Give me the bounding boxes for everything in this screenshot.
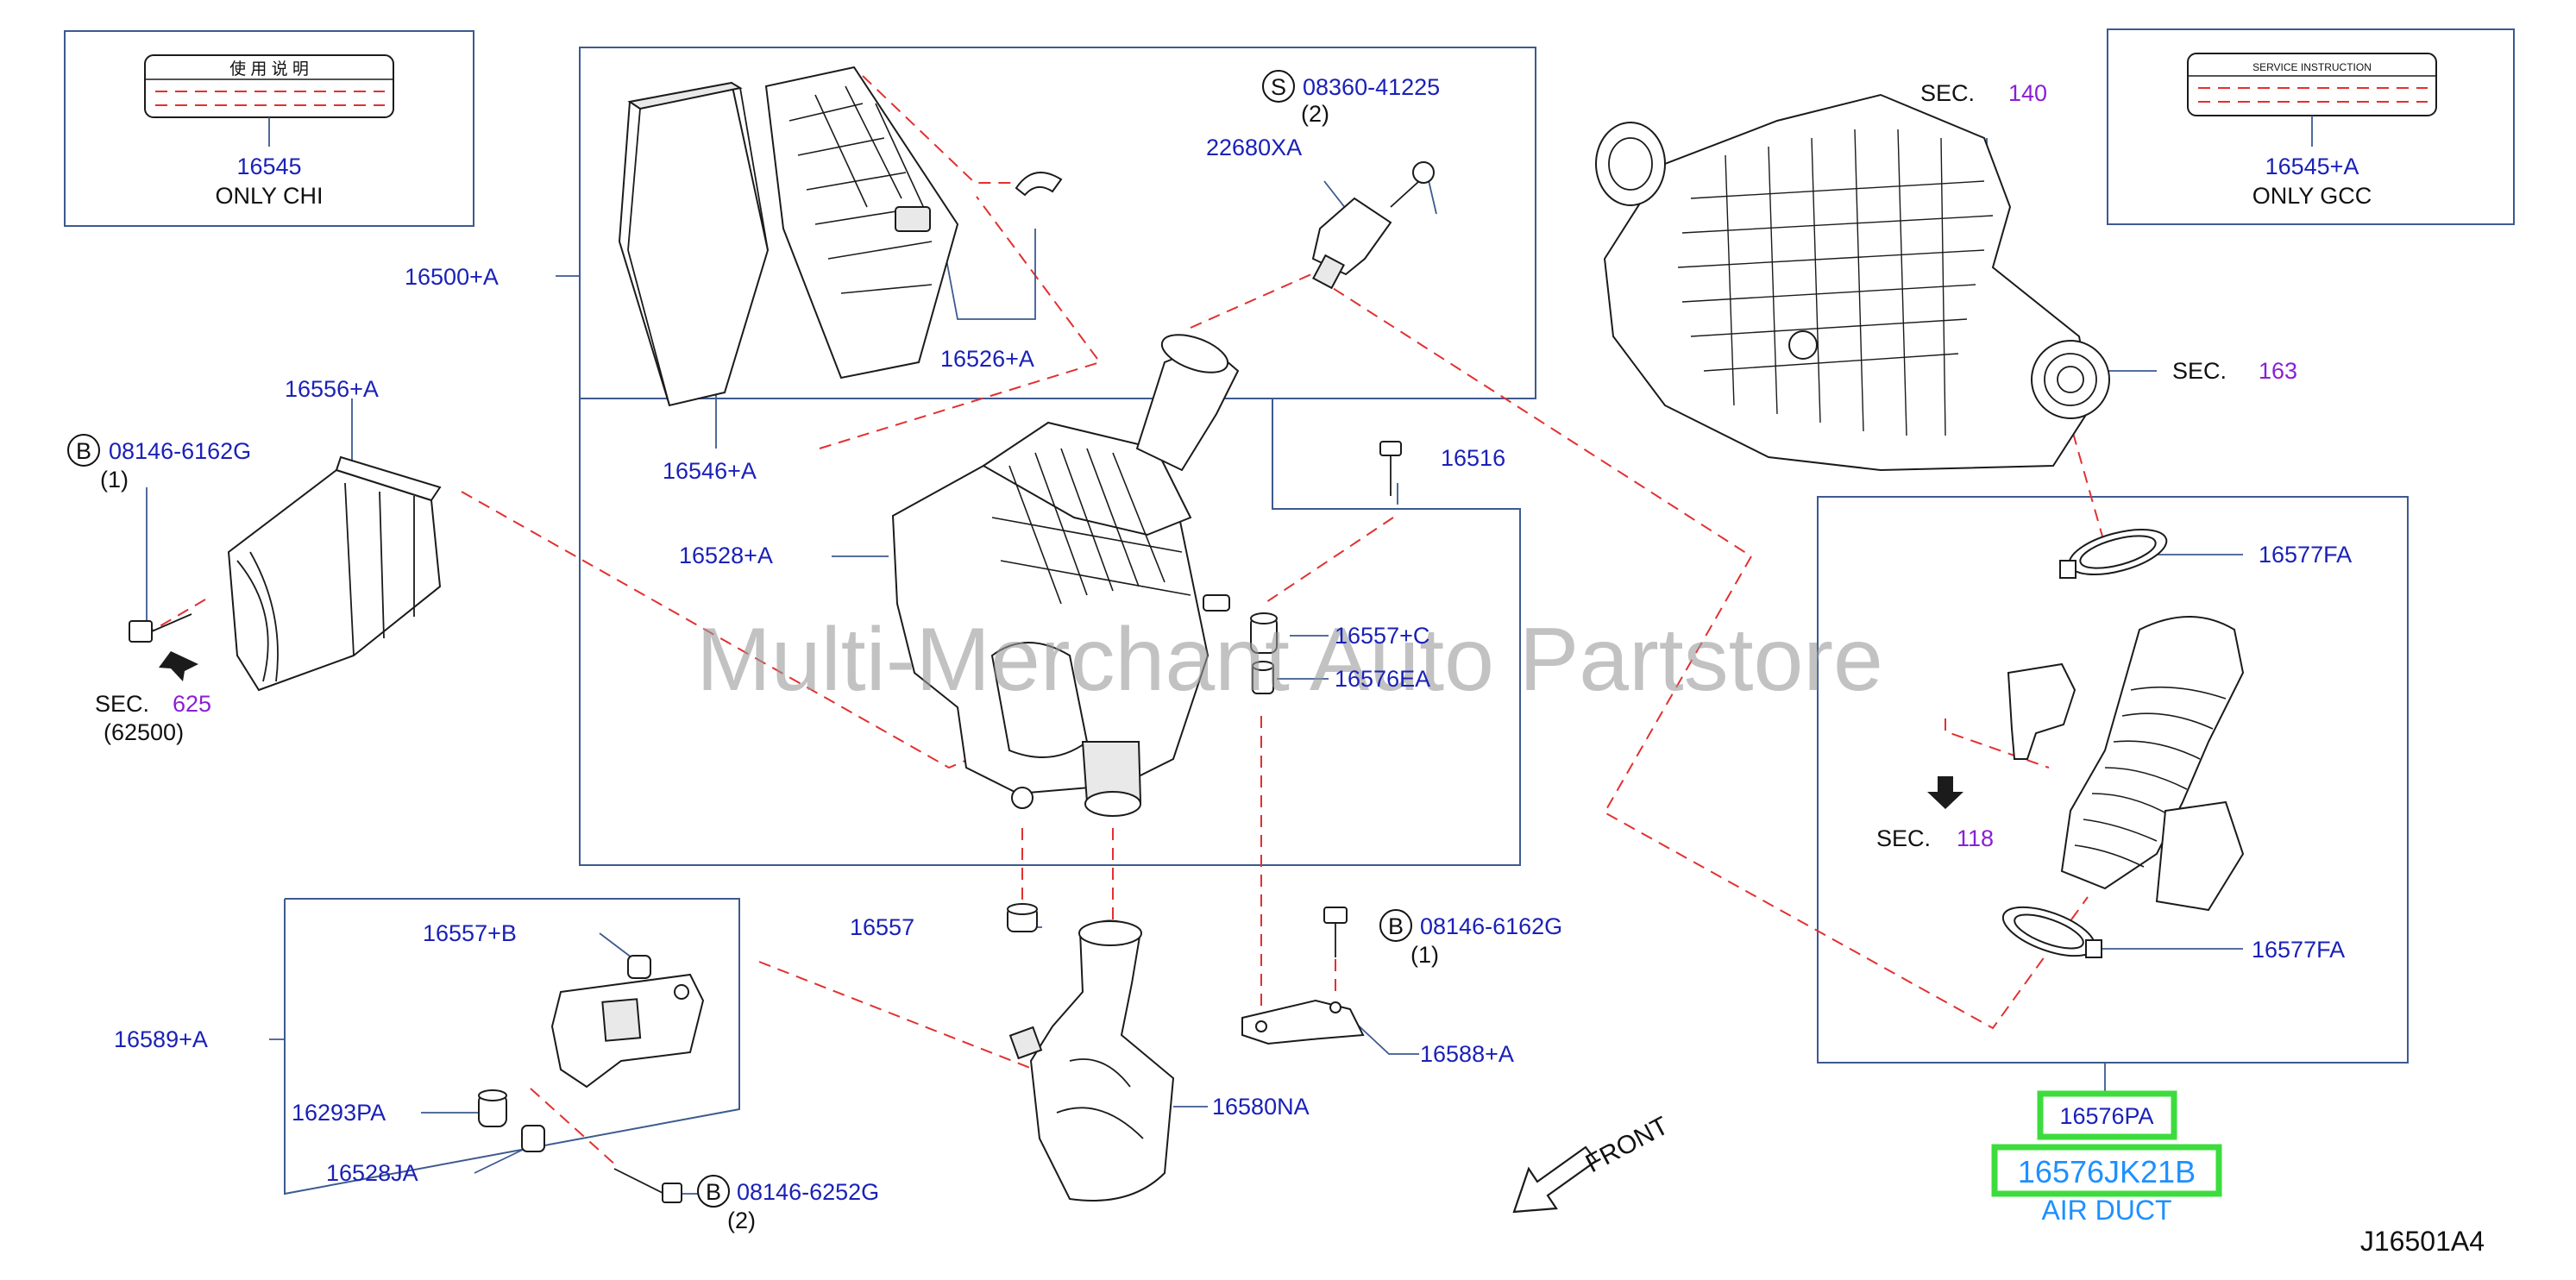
sec-625-label: SEC. [95, 691, 149, 717]
sensor-screw [1390, 161, 1435, 208]
bolt-lower [1323, 907, 1348, 957]
label-16576ea: 16576EA [1335, 666, 1430, 692]
label-16557-c: 16557+C [1335, 623, 1429, 649]
grommet-16293pa [478, 1089, 507, 1127]
grommet-16557b [627, 955, 651, 979]
highlight-part-name: AIR DUCT [2041, 1195, 2171, 1226]
label-62500: (62500) [104, 719, 184, 745]
sec-118-label: SEC. [1876, 825, 1931, 851]
service-card-left-heading: 使 用 说 明 [229, 60, 309, 78]
sec-163-number: 163 [2259, 358, 2297, 384]
diagram-code: J16501A4 [2360, 1226, 2485, 1257]
service-card-right [2187, 53, 2437, 147]
service-card-right-heading: SERVICE INSTRUCTION [2252, 61, 2372, 73]
label-08146-6252g: 08146-6252G [737, 1179, 879, 1205]
label-16546-a: 16546+A [663, 458, 757, 484]
bracket-16588a [1241, 999, 1365, 1045]
air-cleaner-cover [764, 66, 959, 380]
label-16588-a: 16588+A [1420, 1041, 1514, 1067]
sec118-arrow [1927, 776, 1963, 809]
label-08360-41225: 08360-41225 [1303, 74, 1440, 100]
highlight-part-label: 16576PA [2059, 1103, 2153, 1129]
s-symbol: S [1271, 74, 1286, 100]
sec-625-number: 625 [173, 691, 211, 717]
cover-clip [1015, 172, 1063, 197]
grommet-16557c [1250, 612, 1278, 654]
intake-manifold [1595, 93, 2110, 472]
mount-bracket [550, 973, 705, 1089]
air-cleaner-frame-top [579, 47, 1536, 399]
label-16589-a: 16589+A [114, 1026, 208, 1052]
service-card-left-note: ONLY CHI [215, 183, 323, 209]
b-symbol-1: B [76, 438, 91, 464]
sec625-arrow [159, 651, 198, 681]
label-16577fa-top: 16577FA [2259, 542, 2352, 568]
air-duct-assembly [2001, 528, 2245, 958]
circled-symbols [67, 70, 1412, 1208]
sec-163-label: SEC. [2172, 358, 2227, 384]
label-16557: 16557 [850, 914, 914, 940]
label-16580na: 16580NA [1212, 1094, 1310, 1120]
service-card-right-note: ONLY GCC [2252, 183, 2372, 209]
resonator [1008, 919, 1175, 1202]
label-16556-a: 16556+A [285, 376, 379, 402]
air-duct-frame [1817, 496, 2409, 1064]
qty-08146-lower: (1) [1411, 942, 1439, 968]
highlight-part-box [2037, 1090, 2177, 1140]
label-16577fa-bottom: 16577FA [2252, 937, 2345, 963]
sec-118-number: 118 [1957, 825, 1994, 851]
sec-140-number: 140 [2008, 80, 2047, 106]
label-16545-a: 16545+A [2265, 154, 2359, 179]
air-cleaner-frame-bottom [579, 398, 1521, 866]
collar-16576ea [1252, 661, 1274, 694]
air-filter-element [618, 81, 770, 407]
b-symbol-2: B [1388, 913, 1404, 939]
watermark: Multi-Merchant Auto Partstore [696, 610, 1883, 710]
label-16528-a: 16528+A [679, 543, 773, 568]
qty-08146-6252g: (2) [727, 1208, 756, 1233]
mount-bracket-frame [284, 898, 740, 1195]
label-16293pa: 16293PA [292, 1100, 386, 1126]
front-label: FRONT [1581, 1112, 1674, 1179]
front-arrow [1512, 1145, 1598, 1214]
label-22680xa: 22680XA [1206, 135, 1302, 160]
label-16500-a: 16500+A [405, 264, 499, 290]
service-card-left [144, 54, 394, 147]
qty-08360: (2) [1301, 101, 1329, 127]
qty-08146-left: (1) [100, 467, 129, 493]
collar-16528ja [521, 1125, 545, 1152]
service-card-frame-right [2107, 28, 2515, 225]
grommet-16557 [1007, 903, 1038, 932]
air-inlet-duct [227, 455, 442, 692]
air-cleaner-body [891, 334, 1240, 817]
bolt-16516 [1379, 441, 1402, 496]
b-symbol-3: B [706, 1179, 721, 1205]
bolt-mount [613, 1168, 682, 1203]
service-card-frame-left [64, 30, 474, 227]
duct-bolt [129, 613, 192, 643]
highlight-part-number: 16576JK21B [2018, 1154, 2196, 1189]
label-16557-b: 16557+B [423, 920, 517, 946]
label-08146-6162g-lower: 08146-6162G [1420, 913, 1562, 939]
label-16528ja: 16528JA [326, 1160, 418, 1186]
label-16516: 16516 [1441, 445, 1505, 471]
label-16545: 16545 [236, 154, 301, 179]
highlight-number-box [1991, 1144, 2222, 1197]
mass-air-flow-sensor [1311, 197, 1392, 290]
label-08146-6162g-left: 08146-6162G [109, 438, 251, 464]
label-16526-a: 16526+A [940, 346, 1034, 372]
sec-140-label: SEC. [1920, 80, 1975, 106]
